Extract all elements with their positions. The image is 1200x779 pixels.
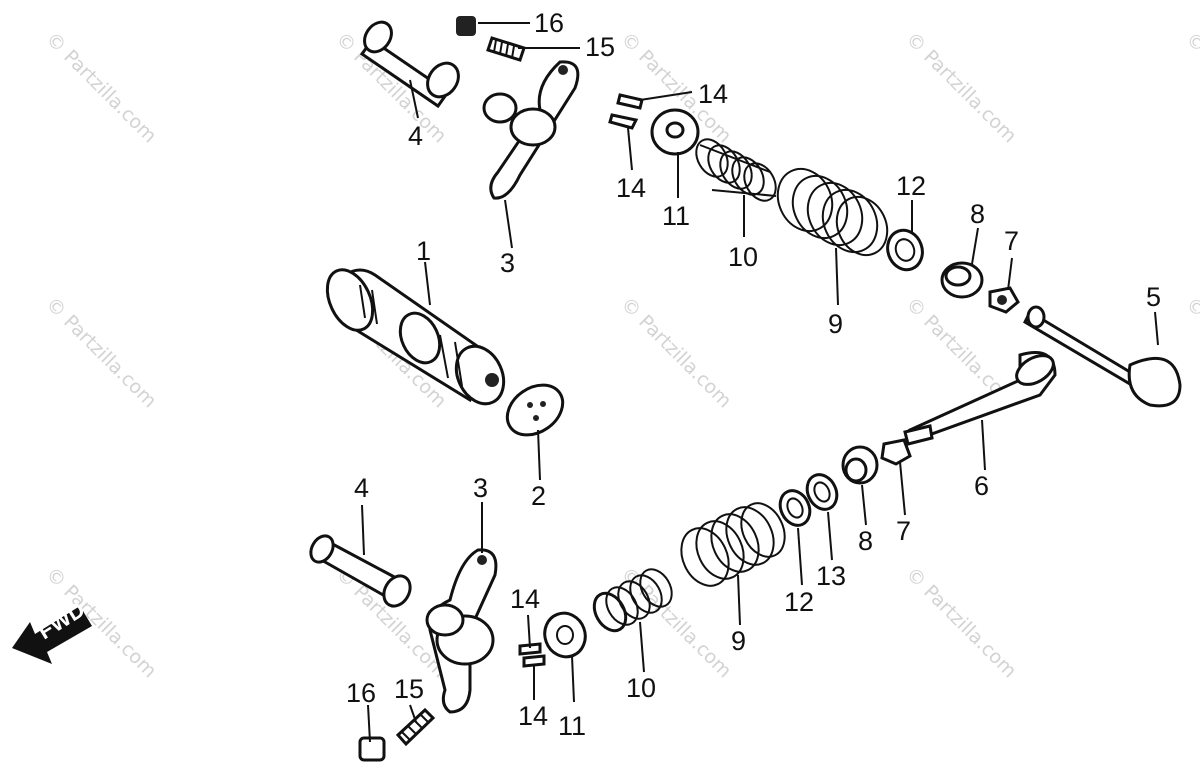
intake-valve (903, 351, 1057, 446)
callout-8: 8 (858, 526, 873, 556)
callout-14: 14 (510, 584, 540, 614)
rocker-shaft-upper (359, 20, 460, 109)
spring-retainer-lower (543, 611, 587, 659)
callout-16: 16 (346, 678, 376, 708)
lock-nut-upper (456, 16, 476, 36)
callout-13: 13 (816, 561, 846, 591)
callout-8: 8 (970, 199, 985, 229)
callout-7: 7 (896, 516, 911, 546)
watermark: © Partzilla.com (616, 293, 735, 412)
rocker-arm-lower (425, 548, 498, 714)
camshaft (325, 268, 506, 406)
callout-12: 12 (784, 587, 814, 617)
valve-cotters-lower (518, 642, 546, 668)
callout-7: 7 (1004, 226, 1019, 256)
forward-arrow: FWD (12, 596, 92, 664)
callout-15: 15 (585, 32, 615, 62)
callout-4: 4 (354, 473, 369, 503)
watermark: © Partzilla.com (901, 563, 1020, 682)
spring-seat-upper (886, 228, 924, 272)
lock-nut-lower (358, 736, 386, 762)
cam-plate (505, 383, 565, 437)
callouts: 16 15 4 3 14 14 11 10 9 12 8 7 5 1 2 6 7… (346, 8, 1161, 741)
inner-spring-upper (695, 138, 777, 202)
callout-9: 9 (731, 626, 746, 656)
stem-seal-lower (880, 438, 912, 466)
callout-14: 14 (616, 173, 646, 203)
outer-spring-lower (680, 502, 786, 587)
callout-12: 12 (896, 171, 926, 201)
outer-spring-upper (776, 167, 889, 257)
callout-3: 3 (473, 473, 488, 503)
inner-spring-lower (592, 568, 673, 633)
watermark: © Partzilla.com (41, 293, 160, 412)
adjusting-screw-lower (395, 707, 436, 747)
callout-14: 14 (698, 79, 728, 109)
callout-3: 3 (500, 248, 515, 278)
valve-guide-upper (940, 261, 984, 299)
callout-10: 10 (728, 242, 758, 272)
leader-lines (361, 22, 1159, 743)
callout-11: 11 (662, 201, 690, 231)
watermark: © Partzilla.com (1181, 28, 1200, 147)
spring-retainer-upper (650, 108, 700, 156)
callout-16: 16 (534, 8, 564, 38)
adjusting-screw-upper (486, 36, 526, 62)
callout-9: 9 (828, 309, 843, 339)
rocker-arm-upper (482, 60, 580, 200)
valve-cotters-upper (608, 93, 644, 130)
callout-6: 6 (974, 471, 989, 501)
valve-guide-lower (841, 445, 879, 485)
callout-14: 14 (518, 701, 548, 731)
callout-5: 5 (1146, 282, 1161, 312)
exhaust-valve (1023, 305, 1182, 408)
callout-1: 1 (416, 236, 431, 266)
callout-2: 2 (531, 481, 546, 511)
rocker-shaft-lower (309, 534, 412, 608)
callout-11: 11 (558, 711, 586, 741)
watermark: © Partzilla.com (41, 28, 160, 147)
watermark: © Partzilla.com (1181, 293, 1200, 412)
stem-seal-upper (988, 286, 1020, 314)
callout-10: 10 (626, 673, 656, 703)
callout-4: 4 (408, 121, 423, 151)
spring-seat-lower (778, 489, 812, 527)
seal-lower (805, 473, 839, 511)
watermark: © Partzilla.com (901, 28, 1020, 147)
callout-15: 15 (394, 674, 424, 704)
